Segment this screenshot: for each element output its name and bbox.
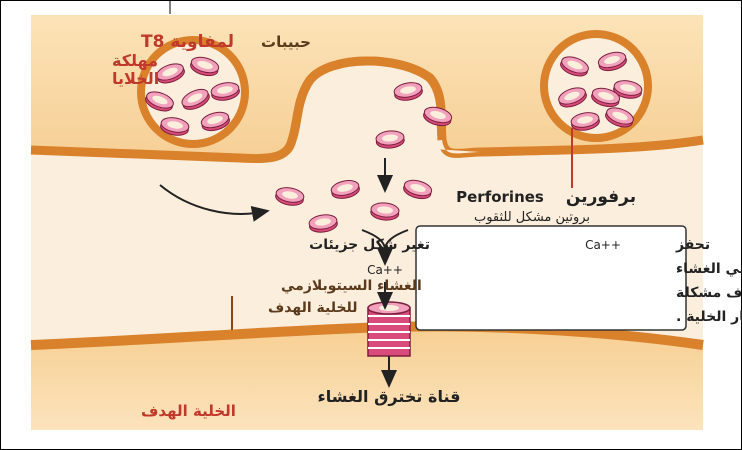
target-cell-body [31,326,703,430]
flow-arrows [159,158,409,388]
perforin-ring [403,179,433,200]
perforin-ring [181,88,210,110]
label-t8-line1: لمفاوية T8 [141,32,234,52]
info-line3: السيتوبلازمي للخلية الهدف مشكلة [676,285,742,301]
granule-left [137,36,249,148]
perforin-ring [605,107,634,128]
label-t8-line3: الخلايا [112,69,159,88]
perforin-ring [156,63,185,84]
label-granules: حبيبات [261,33,311,51]
label-target-cell: الخلية الهدف [141,402,236,420]
perforin-ring [160,117,190,136]
perforin-ring [145,91,174,112]
label-perforin-en: Perforines [456,188,544,206]
perforin-ring [190,56,220,77]
perforin-ring [393,82,423,101]
perforin-ring [560,56,589,77]
perforin-ring [375,130,405,149]
perforin-ring [591,87,621,108]
perforin-ring [613,80,643,99]
perforin-ring [200,111,230,132]
perforin-molecules [275,82,453,233]
perforin-ring [275,187,305,206]
perforin-ring [558,87,587,108]
label-perforin-desc: بروتين مشكل للثقوب [474,210,590,225]
perforin-ring [370,202,400,221]
label-membrane-line2: للخلية الهدف [268,300,358,316]
perforin-ring [308,214,338,233]
perforin-ring [210,82,240,101]
label-channel: قناة تخترق الغشاء [318,387,461,406]
label-t8-line2: مهلكة [112,51,158,70]
label-perforin-ar: برفورين [566,187,636,207]
label-membrane-line1: الغشاء السيتوبلازمي [281,278,422,294]
membrane-pore-channel [367,301,411,357]
invagination-membrane [287,56,447,142]
label-calcium-ion: Ca++ [367,263,403,277]
arrow-curved-left [159,184,270,222]
perforin-ring [330,180,360,199]
perforin-ring [423,106,453,127]
granule-right [540,30,652,142]
perforin-ring [570,112,600,131]
info-line2: البرفورين التي تندمج في الغشاء [676,261,742,277]
info-line4: ثقوبا مما يسبب انفجار الخلية . [676,309,742,325]
target-cell-membrane [30,321,704,350]
info-line1a: تحفز [675,237,710,253]
perforin-ring [597,51,627,72]
info-line1b: Ca++ [585,238,621,252]
info-box [415,225,687,331]
info-line1c: تغير شكل جزيئات [309,237,430,253]
